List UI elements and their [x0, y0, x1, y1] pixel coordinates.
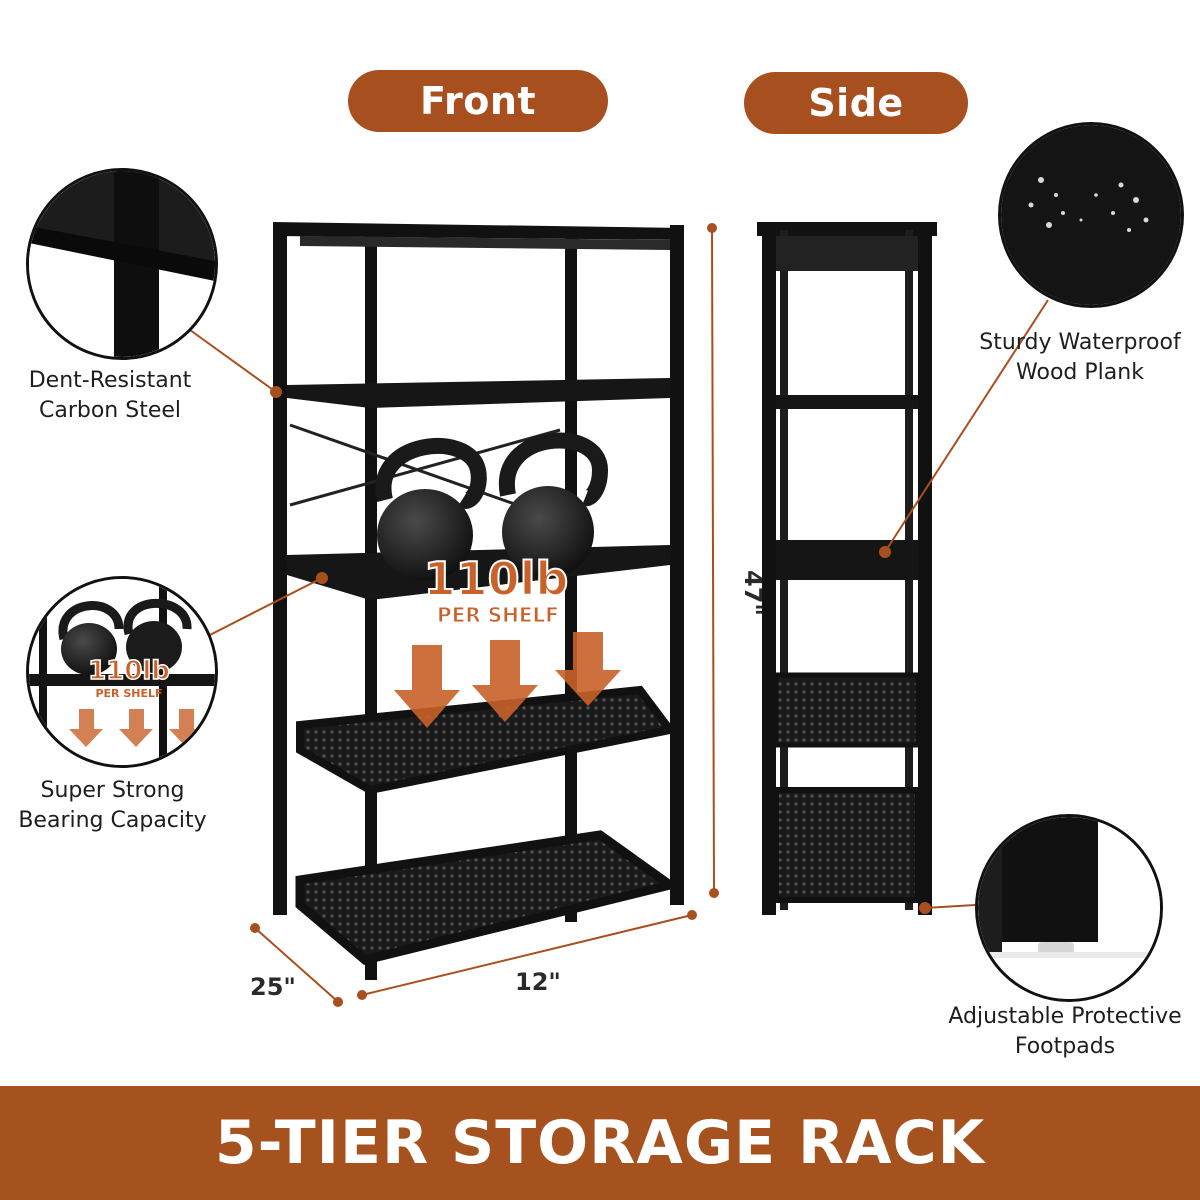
width-dimension: 12": [515, 968, 561, 996]
plank-line-2: Wood Plank: [1016, 360, 1144, 385]
footpads-label: Adjustable Protective Footpads: [930, 1002, 1200, 1062]
bearing-detail: 110lb PER SHELF: [26, 576, 218, 768]
bearing-badge-weight: 110lb: [88, 656, 170, 686]
kettlebell-icon: [498, 432, 609, 578]
down-arrow-icon: [69, 709, 203, 747]
front-view-label: Front: [348, 70, 608, 132]
carbon-steel-label: Dent-Resistant Carbon Steel: [0, 366, 220, 426]
plank-detail: [998, 122, 1184, 308]
footpad-detail: [975, 814, 1163, 1002]
carbon-steel-line-1: Dent-Resistant: [28, 368, 192, 393]
kettlebell-icon: [375, 438, 487, 581]
bottom-banner: 5-TIER STORAGE RACK: [0, 1086, 1200, 1200]
water-droplets: [1028, 177, 1149, 232]
plank-label: Sturdy Waterproof Wood Plank: [960, 328, 1200, 388]
bearing-line-1: Super Strong: [40, 778, 185, 803]
bearing-line-2: Bearing Capacity: [18, 808, 207, 833]
front-rack: 110lb PER SHELF 47" 25" 12": [250, 222, 767, 1007]
bearing-badge-unit: PER SHELF: [95, 687, 162, 700]
side-view-label: Side: [744, 72, 968, 134]
product-title: 5-TIER STORAGE RACK: [214, 1108, 986, 1178]
side-rack: [757, 222, 937, 915]
bearing-label: Super Strong Bearing Capacity: [0, 776, 225, 836]
footpads-line-1: Adjustable Protective: [948, 1004, 1182, 1029]
footpads-line-2: Footpads: [1014, 1034, 1116, 1059]
leader-lines: [189, 299, 1049, 914]
carbon-steel-line-2: Carbon Steel: [38, 398, 182, 423]
carbon-steel-detail: [26, 168, 218, 360]
rack-illustration: 110lb PER SHELF 47" 25" 12": [189, 222, 1049, 1007]
depth-dimension: 25": [250, 973, 296, 1001]
capacity-unit: PER SHELF: [437, 603, 559, 627]
down-arrow-icon: [394, 632, 621, 728]
plank-line-1: Sturdy Waterproof: [979, 330, 1181, 355]
capacity-weight: 110lb: [424, 552, 569, 606]
